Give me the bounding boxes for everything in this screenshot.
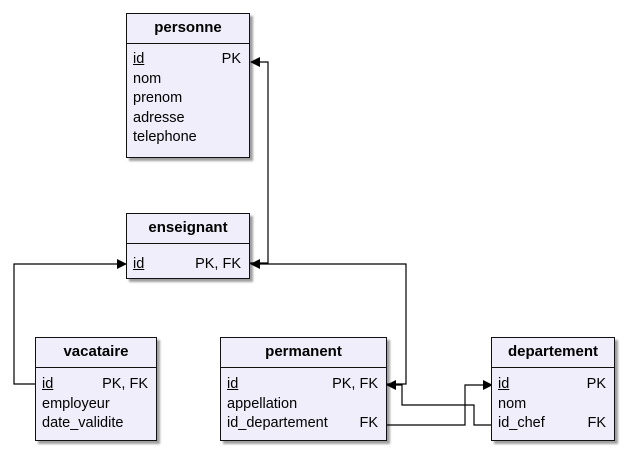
field-row: id PK, FK [36,375,156,395]
field-row: id PK, FK [127,255,249,275]
entity-vacataire: vacataire id PK, FK employeur date_valid… [35,337,157,441]
link-departement-to-permanent [386,380,492,426]
field-key: FK [587,415,606,431]
link-vacataire-to-enseignant [13,259,127,385]
field-name: prenom [133,90,183,106]
field-row: date_validite [36,414,156,434]
entity-title: permanent [221,338,386,368]
field-key: PK, FK [195,256,241,272]
field-name: id [133,51,145,67]
field-name: employeur [42,395,110,412]
field-name: nom [133,70,162,87]
field-row: id PK [492,375,614,395]
field-name: appellation [227,395,298,412]
entity-enseignant: enseignant id PK, FK [126,213,250,279]
field-name: telephone [133,129,197,145]
field-row: telephone [127,128,249,148]
link-enseignant-to-personne [250,57,269,264]
field-name: id [227,376,239,392]
field-row: nom [127,70,249,90]
field-row: id PK, FK [221,375,386,395]
field-key: PK [586,376,606,392]
field-row: appellation [221,395,386,415]
field-row: id PK [127,50,249,70]
entity-personne: personne id PK nom prenom adresse teleph… [126,13,250,158]
entity-title: enseignant [127,214,249,244]
entity-permanent: permanent id PK, FK appellation id_depar… [220,337,387,441]
field-row: nom [492,395,614,415]
entity-departement: departement id PK nom id_chef FK [491,337,615,441]
field-name: nom [498,395,527,412]
link-permanent-to-enseignant [250,259,407,385]
field-row: employeur [36,395,156,415]
field-key: PK, FK [102,376,148,392]
field-row: id_departement FK [221,414,386,434]
entity-title: vacataire [36,338,156,368]
field-name: date_validite [42,415,124,431]
field-key: PK, FK [332,376,378,392]
field-name: id_departement [227,415,328,431]
field-row: adresse [127,109,249,129]
field-name: id_chef [498,415,545,431]
entity-title: personne [127,14,249,44]
field-name: adresse [133,109,185,126]
field-key: FK [359,415,378,431]
field-name: id [42,376,54,392]
field-row: id_chef FK [492,414,614,434]
field-name: id [133,256,145,272]
field-name: id [498,376,510,392]
field-row: prenom [127,89,249,109]
entity-title: departement [492,338,614,368]
field-key: PK [221,51,241,67]
